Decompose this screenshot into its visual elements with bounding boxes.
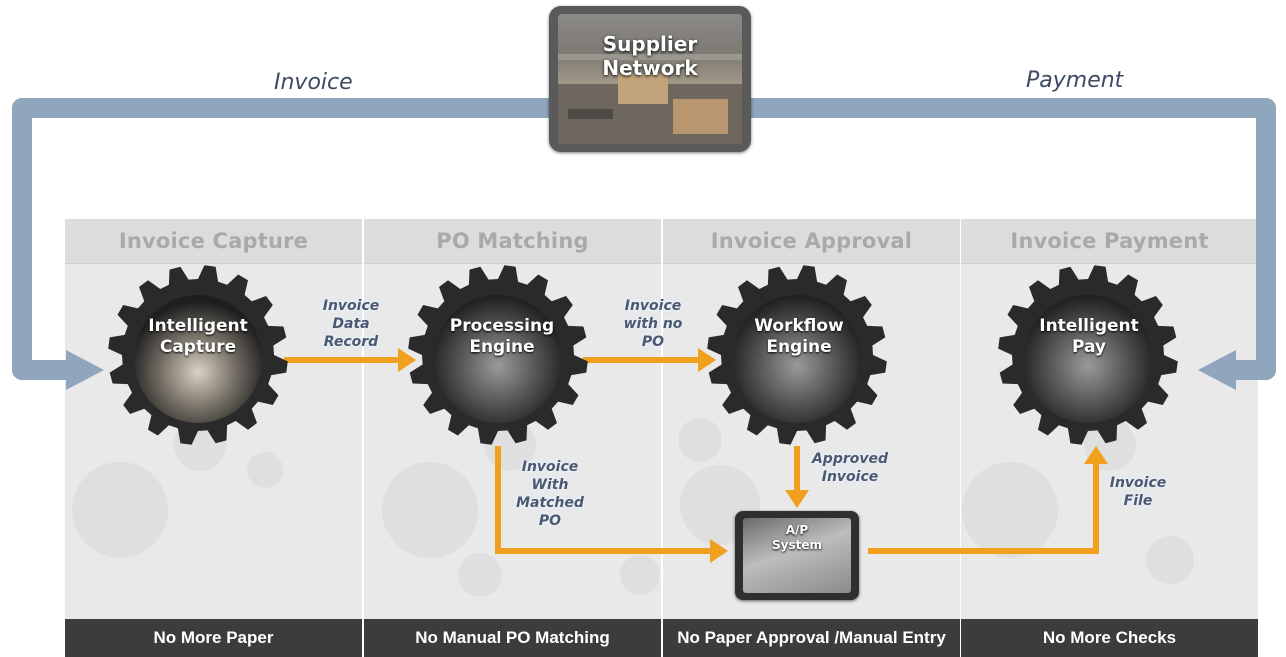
gear-label-line1: Processing xyxy=(449,316,555,336)
flow-label-line: Matched xyxy=(516,495,584,511)
gear-label-line2: Engine xyxy=(766,337,832,357)
panel-footer: No More Paper xyxy=(65,619,362,657)
decorative-gears xyxy=(72,418,1194,597)
flow-label-line: Invoice xyxy=(322,298,380,314)
panel-header: Invoice Capture xyxy=(65,219,362,264)
gear-label-line2: Engine xyxy=(469,337,535,357)
gear-label-processing-engine: Processing Engine xyxy=(432,316,572,358)
flow-arrow-heads xyxy=(398,348,1108,563)
flow-label-line: Data xyxy=(332,316,370,332)
supplier-network-node: Supplier Network xyxy=(549,6,751,152)
flow-label-line: File xyxy=(1123,493,1153,509)
loop-arrow-right-head xyxy=(1198,350,1236,390)
gear-label-line2: Pay xyxy=(1071,337,1107,357)
loop-arrow xyxy=(12,98,1276,380)
flow-arrow-processing-to-ap xyxy=(495,446,712,554)
ap-label-line2: System xyxy=(772,538,822,552)
flow-label-line: Record xyxy=(323,334,379,350)
gear-label-intelligent-pay: Intelligent Pay xyxy=(1019,316,1159,358)
flow-label-invoice-with-no-po: Invoice with no PO xyxy=(608,297,698,351)
loop-label-payment: Payment xyxy=(1026,68,1124,93)
ap-system-node: A/P System xyxy=(735,511,859,600)
gear-label-line1: Intelligent xyxy=(1039,316,1139,336)
flow-label-line: Approved xyxy=(811,451,889,467)
flow-arrow-ap-to-pay xyxy=(868,462,1099,554)
flow-label-line: Invoice xyxy=(821,469,879,485)
gears xyxy=(108,265,1178,445)
panel-footer: No Manual PO Matching xyxy=(364,619,661,657)
flow-label-line: PO xyxy=(538,513,562,529)
gear-label-line2: Capture xyxy=(159,337,237,357)
panel-footer: No Paper Approval /Manual Entry xyxy=(663,619,960,657)
gear-label-line1: Workflow xyxy=(754,316,844,336)
flow-label-line: PO xyxy=(641,334,665,350)
supplier-network-label: Supplier Network xyxy=(549,32,751,80)
gear-label-workflow-engine: Workflow Engine xyxy=(729,316,869,358)
ap-system-label: A/P System xyxy=(735,523,859,553)
flow-label-line: Invoice xyxy=(1109,475,1167,491)
flow-label-line: with no xyxy=(623,316,683,332)
flow-label-line: Invoice xyxy=(521,459,579,475)
flow-label-line: With xyxy=(531,477,569,493)
loop-label-invoice: Invoice xyxy=(274,70,353,95)
workflow-engine-gear-face xyxy=(733,295,861,423)
processing-engine-gear-face xyxy=(434,295,562,423)
gear-label-line1: Intelligent xyxy=(148,316,248,336)
warehouse-image xyxy=(558,14,742,144)
intelligent-pay-gear-face xyxy=(1024,295,1152,423)
flow-label-line: Invoice xyxy=(624,298,682,314)
panel-footer: No More Checks xyxy=(961,619,1258,657)
flow-label-invoice-file: Invoice File xyxy=(1108,474,1168,510)
intelligent-capture-gear-face xyxy=(134,295,262,423)
loop-arrow-left-head xyxy=(66,350,104,390)
panel-header: Invoice Payment xyxy=(961,219,1258,264)
supplier-label-line1: Supplier xyxy=(602,32,698,56)
panel-header: Invoice Approval xyxy=(663,219,960,264)
panel-header: PO Matching xyxy=(364,219,661,264)
ap-label-line1: A/P xyxy=(785,523,809,537)
supplier-label-line2: Network xyxy=(602,56,698,80)
flow-label-approved-invoice: Approved Invoice xyxy=(805,450,895,486)
gear-label-intelligent-capture: Intelligent Capture xyxy=(128,316,268,358)
flow-label-invoice-data-record: Invoice Data Record xyxy=(306,297,396,351)
flow-label-invoice-with-matched-po: Invoice With Matched PO xyxy=(505,458,595,530)
ap-system-image xyxy=(743,518,851,593)
flow-arrows xyxy=(284,357,1099,554)
